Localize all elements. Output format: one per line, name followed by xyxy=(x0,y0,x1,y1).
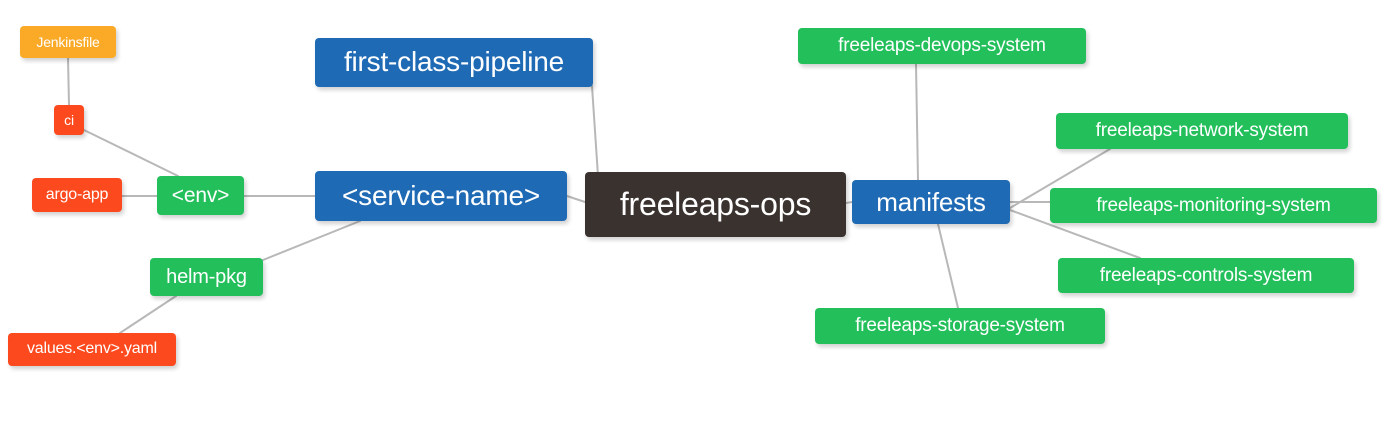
node-freeleaps-devops-system[interactable]: freeleaps-devops-system xyxy=(798,28,1086,64)
edge-manifests-to-freeleaps-storage-system xyxy=(937,223,959,309)
node-manifests[interactable]: manifests xyxy=(852,180,1010,224)
node-label-jenkinsfile: Jenkinsfile xyxy=(36,33,100,50)
node-label-helm-pkg: helm-pkg xyxy=(166,265,247,288)
node-freeleaps-monitoring-system[interactable]: freeleaps-monitoring-system xyxy=(1050,188,1377,223)
node-jenkinsfile[interactable]: Jenkinsfile xyxy=(20,26,116,58)
edge-freeleaps-ops-to-first-class-pipeline xyxy=(591,85,599,177)
node-ci[interactable]: ci xyxy=(54,105,84,135)
node-freeleaps-network-system[interactable]: freeleaps-network-system xyxy=(1056,113,1348,149)
node-freeleaps-storage-system[interactable]: freeleaps-storage-system xyxy=(815,308,1105,344)
node-label-freeleaps-storage-system: freeleaps-storage-system xyxy=(855,315,1065,336)
node-env[interactable]: <env> xyxy=(157,176,244,215)
node-service-name[interactable]: <service-name> xyxy=(315,171,567,221)
node-label-ci: ci xyxy=(64,111,74,128)
node-first-class-pipeline[interactable]: first-class-pipeline xyxy=(315,38,593,87)
node-label-freeleaps-devops-system: freeleaps-devops-system xyxy=(838,35,1046,56)
node-label-values-env-yaml: values.<env>.yaml xyxy=(26,340,157,357)
node-helm-pkg[interactable]: helm-pkg xyxy=(150,258,263,296)
node-label-freeleaps-ops: freeleaps-ops xyxy=(619,186,812,222)
edge-service-name-to-helm-pkg xyxy=(262,220,361,261)
node-label-env: <env> xyxy=(171,183,230,207)
node-values-env-yaml[interactable]: values.<env>.yaml xyxy=(8,333,176,366)
node-label-freeleaps-controls-system: freeleaps-controls-system xyxy=(1099,264,1313,286)
node-freeleaps-controls-system[interactable]: freeleaps-controls-system xyxy=(1058,258,1354,293)
node-label-manifests: manifests xyxy=(876,186,986,217)
node-argo-app[interactable]: argo-app xyxy=(32,178,122,212)
node-label-service-name: <service-name> xyxy=(342,179,540,211)
edge-ci-to-jenkinsfile xyxy=(67,57,70,106)
edge-env-to-ci xyxy=(83,129,179,177)
node-label-freeleaps-network-system: freeleaps-network-system xyxy=(1095,120,1309,141)
node-label-first-class-pipeline: first-class-pipeline xyxy=(343,46,565,77)
edge-manifests-to-freeleaps-devops-system xyxy=(915,63,919,181)
node-label-freeleaps-monitoring-system: freeleaps-monitoring-system xyxy=(1096,194,1331,216)
edge-helm-pkg-to-values-env-yaml xyxy=(119,295,177,334)
node-freeleaps-ops[interactable]: freeleaps-ops xyxy=(585,172,846,237)
node-label-argo-app: argo-app xyxy=(45,185,109,203)
edge-freeleaps-ops-to-service-name xyxy=(566,195,586,203)
